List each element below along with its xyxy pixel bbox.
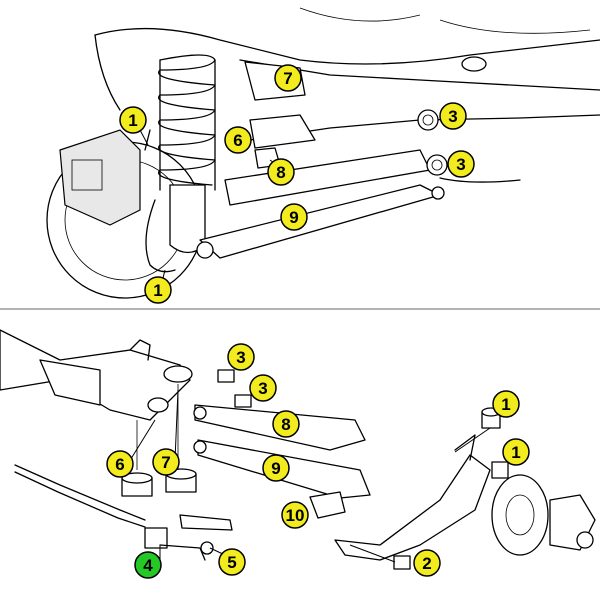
callout-label: 1 [501, 395, 510, 414]
subframe-mount-right [163, 365, 193, 383]
body-panel-edge [94, 27, 600, 65]
callout-8: 8 [267, 158, 295, 186]
rear-brake-disc [491, 474, 549, 556]
callout-label: 3 [448, 107, 457, 126]
sensor-lead [144, 129, 151, 151]
callout-circle [218, 548, 246, 576]
callout-circle [447, 150, 475, 178]
body-mount-boss [461, 56, 487, 72]
callout-circle [281, 501, 309, 529]
callout-label: 9 [271, 459, 280, 478]
upper-link-6 [249, 114, 316, 149]
callout-circle [274, 64, 302, 92]
callout-7: 7 [274, 64, 302, 92]
drop-link [159, 544, 206, 561]
bolt-3a [217, 369, 235, 383]
callout-label: 7 [283, 69, 292, 88]
callout-8: 8 [272, 410, 300, 438]
callout-label: 1 [153, 281, 162, 300]
callout-circle [262, 454, 290, 482]
callout-label: 5 [227, 553, 236, 572]
subframe-edge [439, 177, 521, 183]
callout-10: 10 [281, 501, 309, 529]
bushing-3-lower [426, 154, 448, 176]
callout-circle [439, 102, 467, 130]
callout-3: 3 [249, 374, 277, 402]
callout-label: 3 [456, 155, 465, 174]
callout-9: 9 [262, 454, 290, 482]
bottom-exploded-view [0, 329, 596, 570]
callout-3: 3 [439, 102, 467, 130]
callout-circle [224, 126, 252, 154]
shock-absorber-body [169, 184, 206, 254]
arm-bushing [196, 241, 214, 259]
callout-label: 1 [128, 111, 137, 130]
body-contour [299, 7, 591, 34]
bracket-10 [309, 491, 346, 519]
rear-knuckle-arm [334, 454, 491, 561]
subframe-bracket [129, 339, 151, 361]
caliper-piston-housing [71, 159, 103, 191]
callout-label: 10 [286, 506, 305, 525]
callout-4: 4 [134, 551, 162, 579]
callout-1: 1 [502, 438, 530, 466]
callout-3: 3 [447, 150, 475, 178]
brake-hose [145, 199, 176, 273]
link-bolt-5 [179, 514, 233, 531]
callout-label: 6 [115, 455, 124, 474]
callout-1: 1 [144, 276, 172, 304]
top-assembly-view [46, 7, 600, 299]
coil-spring [158, 54, 216, 191]
callout-circle [227, 343, 255, 371]
callout-circle [152, 448, 180, 476]
bolt-3b [234, 394, 252, 408]
callout-7: 7 [152, 448, 180, 476]
nut-2 [393, 555, 411, 570]
callout-label: 4 [143, 556, 153, 575]
knuckle-upper-boss [454, 434, 476, 461]
callout-1: 1 [119, 106, 147, 134]
callout-3: 3 [227, 343, 255, 371]
callout-circle [134, 551, 162, 579]
callout-circle [267, 158, 295, 186]
callout-circle [249, 374, 277, 402]
callout-label: 8 [276, 163, 285, 182]
callout-circle [272, 410, 300, 438]
callout-label: 3 [258, 379, 267, 398]
callout-2: 2 [413, 549, 441, 577]
callout-label: 2 [422, 554, 431, 573]
callout-label: 1 [511, 443, 520, 462]
callout-circle [144, 276, 172, 304]
callout-circle [492, 390, 520, 418]
stabilizer-bar [14, 464, 146, 521]
callout-label: 7 [161, 453, 170, 472]
callout-6: 6 [106, 450, 134, 478]
callout-circle [280, 203, 308, 231]
callout-label: 8 [281, 415, 290, 434]
callout-9: 9 [280, 203, 308, 231]
brake-caliper [59, 129, 141, 226]
callout-circle [119, 106, 147, 134]
arm-rear-bushing [431, 186, 445, 200]
callout-label: 9 [289, 208, 298, 227]
callout-label: 6 [233, 131, 242, 150]
callout-label: 3 [236, 348, 245, 367]
callout-5: 5 [218, 548, 246, 576]
callout-6: 6 [224, 126, 252, 154]
bushing-3-upper [417, 109, 439, 131]
knuckle-bushing-1b [491, 461, 509, 479]
subframe-mount-left [147, 397, 169, 413]
callout-circle [502, 438, 530, 466]
callout-1: 1 [492, 390, 520, 418]
subframe-box [39, 359, 101, 406]
stabilizer-clamp [144, 527, 168, 549]
callout-circle [106, 450, 134, 478]
callout-circle [413, 549, 441, 577]
wheel-arch [94, 34, 121, 111]
